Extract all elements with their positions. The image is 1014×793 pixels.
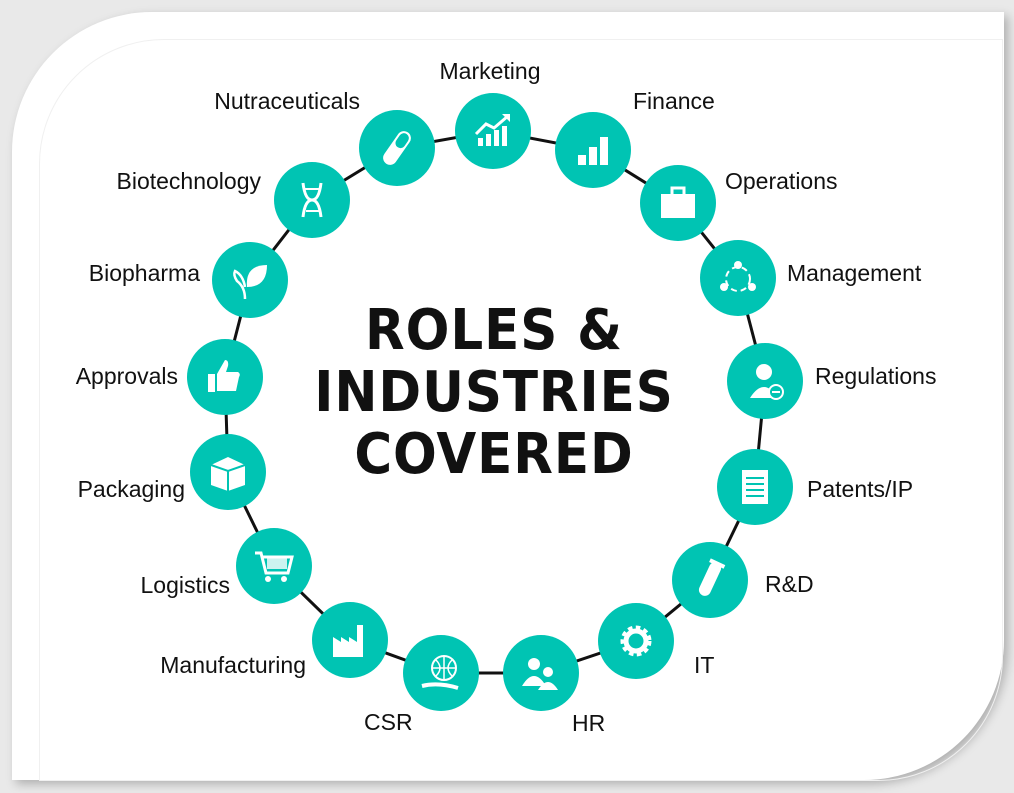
dna-icon — [301, 182, 323, 218]
people-icon — [522, 658, 558, 690]
cart-icon — [255, 551, 294, 582]
node-csr — [403, 635, 479, 711]
label-packaging: Packaging — [77, 476, 185, 502]
node-biopharma — [212, 242, 288, 318]
label-it: IT — [694, 652, 715, 678]
node-management — [700, 240, 776, 316]
label-biopharma: Biopharma — [88, 260, 200, 286]
label-management: Management — [787, 260, 922, 286]
label-hr: HR — [572, 710, 606, 736]
node-biotechnology — [274, 162, 350, 238]
label-logistics: Logistics — [140, 572, 230, 598]
test-tube-icon — [698, 558, 726, 596]
thumbs-up-icon — [208, 360, 240, 392]
box-icon — [210, 457, 246, 491]
node-regulations — [727, 343, 803, 419]
node-approvals — [187, 339, 263, 415]
label-approvals: Approvals — [75, 363, 178, 389]
node-nutraceuticals — [359, 110, 435, 186]
node-it — [598, 603, 674, 679]
title-line-3: COVERED — [354, 422, 634, 487]
growth-chart-icon — [474, 114, 510, 146]
user-minus-icon — [750, 364, 784, 400]
node-marketing — [455, 93, 531, 169]
label-csr: CSR — [364, 709, 413, 735]
node-hr — [503, 635, 579, 711]
node-r-d — [672, 542, 748, 618]
label-nutraceuticals: Nutraceuticals — [214, 88, 360, 114]
node-manufacturing — [312, 602, 388, 678]
node-packaging — [190, 434, 266, 510]
label-manufacturing: Manufacturing — [160, 652, 306, 678]
label-operations: Operations — [725, 168, 838, 194]
bar-chart-icon — [578, 137, 608, 165]
team-cycle-icon — [720, 261, 756, 292]
node-finance — [555, 112, 631, 188]
label-r-d: R&D — [765, 571, 814, 597]
node-patents-ip — [717, 449, 793, 525]
title-line-2: INDUSTRIES — [314, 360, 674, 425]
diagram-title: ROLES & INDUSTRIES COVERED — [264, 300, 724, 486]
globe-hand-icon — [421, 655, 459, 690]
node-operations — [640, 165, 716, 241]
label-finance: Finance — [633, 88, 715, 114]
label-biotechnology: Biotechnology — [116, 168, 262, 194]
label-regulations: Regulations — [815, 363, 937, 389]
title-line-1: ROLES & — [365, 298, 623, 363]
node-logistics — [236, 528, 312, 604]
factory-icon — [333, 625, 363, 657]
leaf-icon — [233, 265, 267, 300]
document-icon — [742, 470, 768, 504]
label-patents-ip: Patents/IP — [807, 476, 914, 502]
card-inner-border — [39, 39, 1003, 781]
label-marketing: Marketing — [439, 58, 541, 84]
capsule-icon — [383, 131, 411, 165]
gear-icon — [620, 625, 652, 657]
briefcase-icon — [661, 186, 695, 218]
